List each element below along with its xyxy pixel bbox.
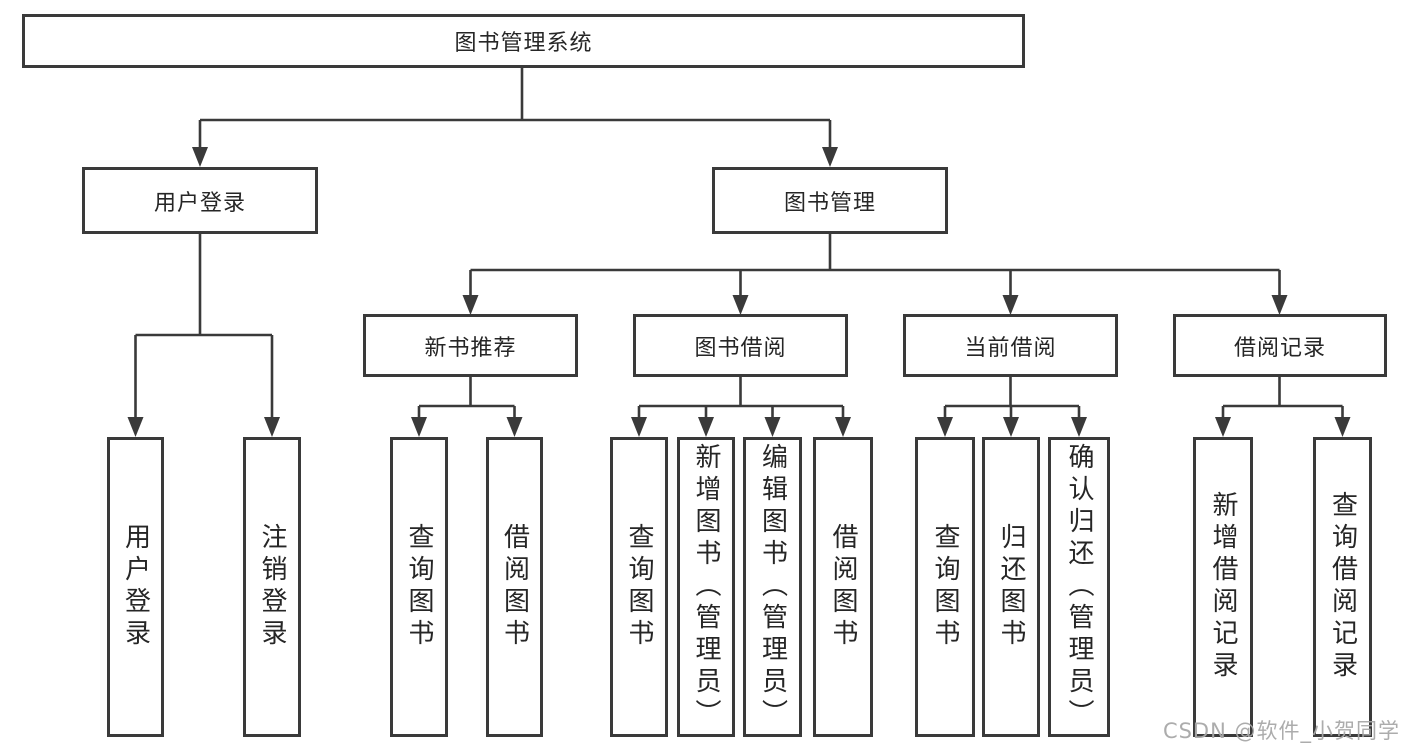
arrowhead-icon: [1215, 417, 1231, 437]
leaf-newbook-query-books-label: 查询图书: [404, 523, 434, 651]
leaf-add-borrow-record-label: 新增借阅记录: [1208, 491, 1238, 683]
node-borrowing-records: 借阅记录: [1173, 314, 1387, 377]
watermark: CSDN @软件_小贺同学: [1162, 719, 1400, 743]
arrowheads: [127, 147, 1351, 437]
leaf-add-borrow-record: 新增借阅记录: [1193, 437, 1253, 737]
arrowhead-icon: [462, 295, 479, 315]
leaf-return-books-label: 归还图书: [996, 523, 1026, 651]
node-book-management: 图书管理: [712, 167, 948, 234]
node-new-book-recommendation: 新书推荐: [363, 314, 578, 377]
leaf-return-books: 归还图书: [982, 437, 1040, 737]
arrowhead-icon: [822, 147, 838, 167]
arrowhead-icon: [192, 147, 208, 167]
leaf-query-borrow-record-label: 查询借阅记录: [1327, 491, 1358, 683]
node-book-borrowing: 图书借阅: [633, 314, 848, 377]
node-current-borrowing: 当前借阅: [903, 314, 1118, 377]
connector-path: [134, 68, 1344, 420]
leaf-logout-login-label: 注销登录: [257, 523, 287, 651]
leaf-borrowing-borrow-books: 借阅图书: [813, 437, 873, 737]
node-user-login: 用户登录: [82, 167, 318, 234]
leaf-edit-books-admin-label: 编辑图书（管理员）: [757, 443, 788, 731]
arrowhead-icon: [506, 417, 523, 437]
arrowhead-icon: [127, 417, 144, 437]
arrowhead-icon: [1271, 295, 1288, 315]
leaf-newbook-borrow-books-label: 借阅图书: [499, 523, 530, 651]
arrowhead-icon: [698, 417, 714, 437]
leaf-add-books-admin-label: 新增图书（管理员）: [691, 443, 721, 731]
arrowhead-icon: [411, 417, 427, 437]
leaf-user-login-label: 用户登录: [120, 523, 151, 651]
leaf-query-borrow-record: 查询借阅记录: [1313, 437, 1372, 737]
arrowhead-icon: [1071, 417, 1087, 437]
arrowhead-icon: [764, 417, 781, 437]
arrowhead-icon: [937, 417, 953, 437]
leaf-user-login: 用户登录: [107, 437, 164, 737]
leaf-borrowing-borrow-books-label: 借阅图书: [828, 523, 858, 651]
leaf-edit-books-admin: 编辑图书（管理员）: [743, 437, 802, 737]
leaf-borrowing-query-books-label: 查询图书: [624, 523, 654, 651]
node-root: 图书管理系统: [22, 14, 1025, 68]
arrowhead-icon: [1002, 295, 1019, 315]
leaf-logout-login: 注销登录: [243, 437, 301, 737]
leaf-newbook-query-books: 查询图书: [390, 437, 448, 737]
arrowhead-icon: [732, 295, 749, 315]
leaf-borrowing-query-books: 查询图书: [610, 437, 668, 737]
arrowhead-icon: [264, 417, 280, 437]
arrowhead-icon: [631, 417, 647, 437]
arrowhead-icon: [1334, 417, 1351, 437]
arrowhead-icon: [835, 417, 851, 437]
leaf-current-query-books-label: 查询图书: [930, 523, 960, 651]
leaf-confirm-return-admin: 确认归还（管理员）: [1048, 437, 1110, 737]
leaf-newbook-borrow-books: 借阅图书: [486, 437, 543, 737]
arrowhead-icon: [1003, 417, 1019, 437]
leaf-add-books-admin: 新增图书（管理员）: [677, 437, 735, 737]
leaf-confirm-return-admin-label: 确认归还（管理员）: [1064, 443, 1094, 731]
leaf-current-query-books: 查询图书: [915, 437, 975, 737]
